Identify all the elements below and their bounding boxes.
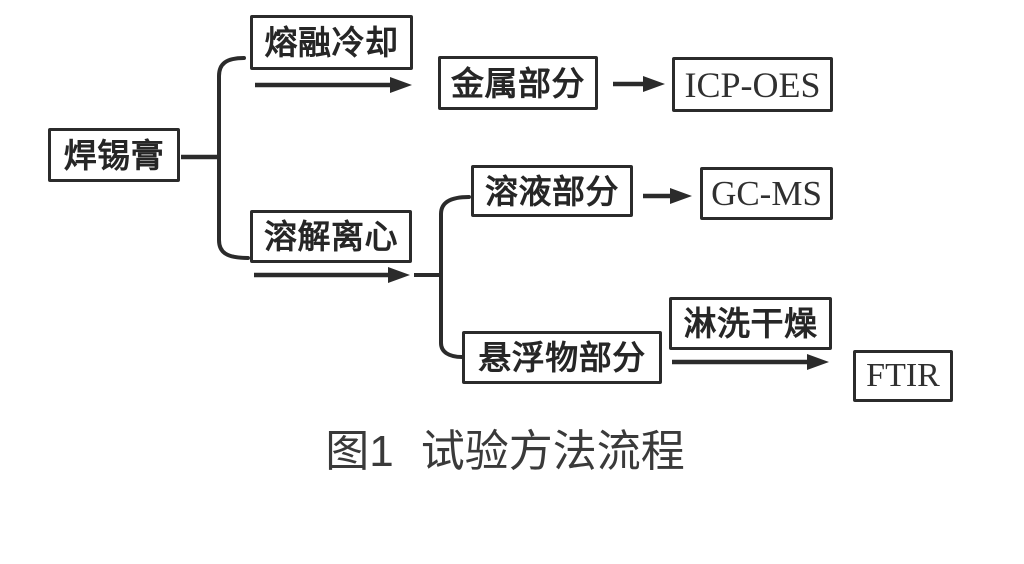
- arrow-suspension-to-ftir-head: [807, 354, 829, 370]
- node-gc-ms: GC-MS: [700, 167, 833, 220]
- node-solution-part-label: 溶液部分: [485, 172, 619, 210]
- node-dissolve-centrifuge-label: 溶解离心: [264, 218, 398, 255]
- node-metal-part-label: 金属部分: [451, 64, 585, 102]
- connector-brace-1: [217, 56, 250, 260]
- node-melt-cool: 熔融冷却: [250, 15, 413, 70]
- node-rinse-dry-label: 淋洗干燥: [683, 305, 818, 342]
- figure-caption-number: 图1: [325, 427, 394, 476]
- node-metal-part: 金属部分: [438, 56, 598, 110]
- node-icp-oes-label: ICP-OES: [684, 64, 821, 105]
- node-ftir-label: FTIR: [866, 357, 940, 394]
- node-ftir: FTIR: [853, 350, 953, 402]
- arrow-dissolve-to-brace-head: [388, 267, 410, 283]
- arrow-solution-to-gcms-head: [670, 188, 692, 204]
- figure-caption: 图1 试验方法流程: [0, 427, 1010, 476]
- node-solder-paste-label: 焊锡膏: [63, 136, 165, 174]
- node-icp-oes: ICP-OES: [672, 57, 833, 112]
- figure-caption-title: 试验方法流程: [420, 427, 685, 476]
- connector-brace-2: [439, 195, 471, 359]
- node-solution-part: 溶液部分: [471, 165, 633, 217]
- arrow-metal-to-icpoes-head: [643, 76, 665, 92]
- node-suspension-part: 悬浮物部分: [462, 331, 662, 384]
- node-gc-ms-label: GC-MS: [711, 174, 822, 213]
- node-suspension-part-label: 悬浮物部分: [478, 339, 646, 376]
- node-rinse-dry: 淋洗干燥: [669, 297, 832, 350]
- arrow-melt-to-metal-head: [390, 77, 412, 93]
- node-melt-cool-label: 熔融冷却: [264, 24, 399, 61]
- node-dissolve-centrifuge: 溶解离心: [250, 210, 412, 263]
- node-solder-paste: 焊锡膏: [48, 128, 180, 182]
